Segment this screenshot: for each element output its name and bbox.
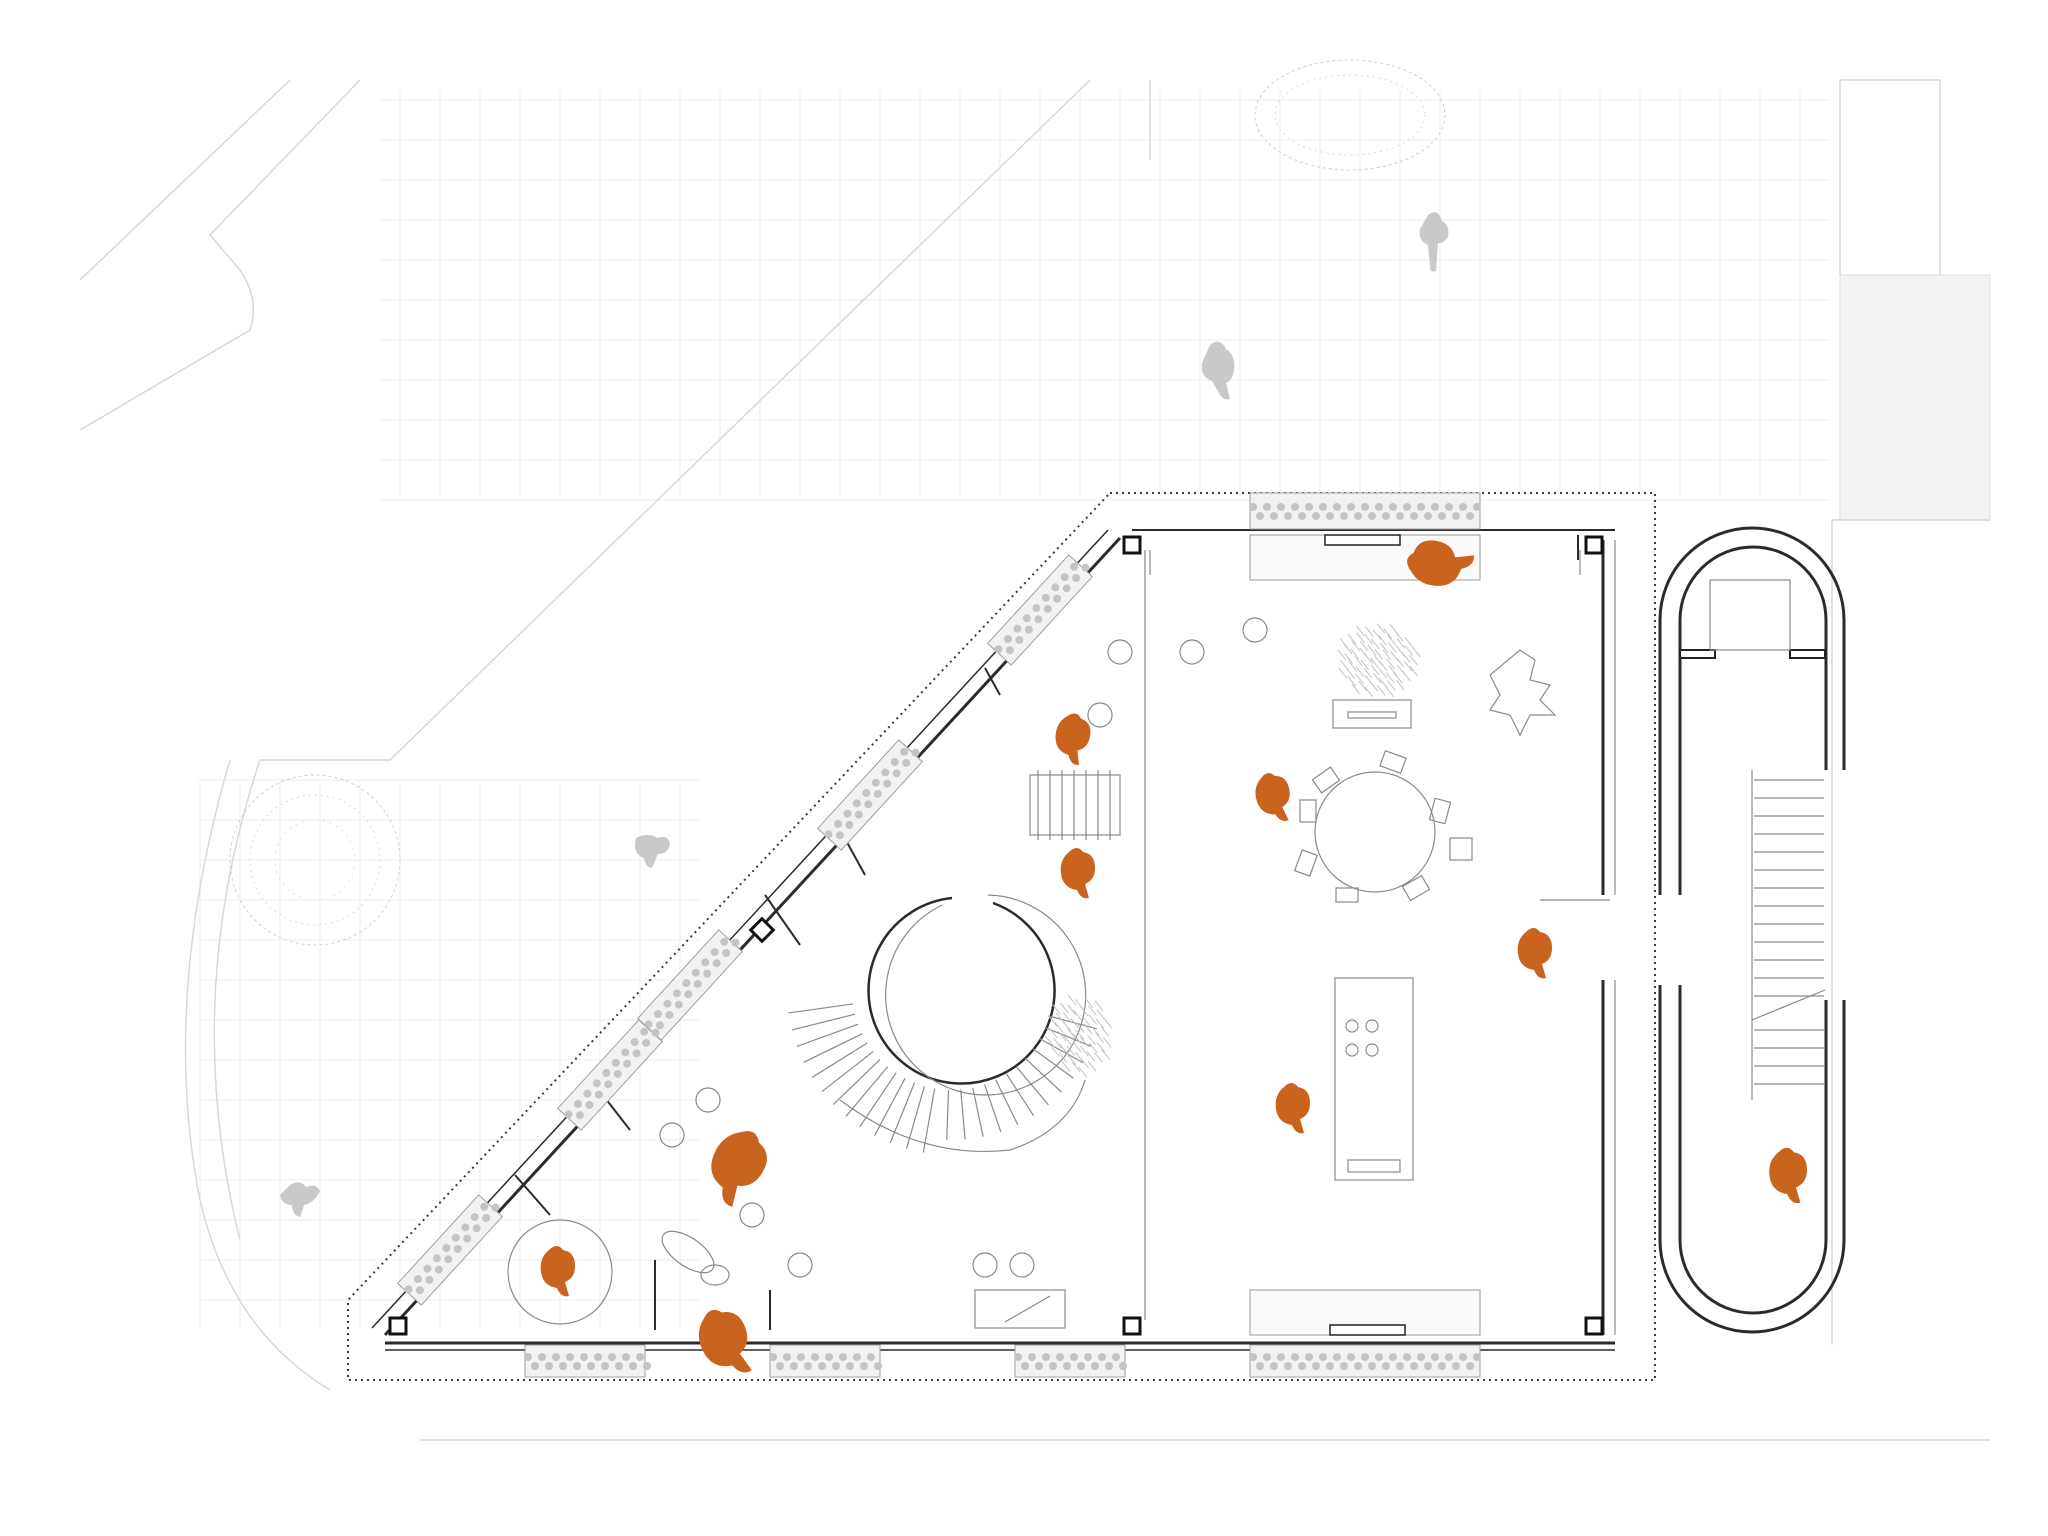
person-figure-icon xyxy=(698,1309,752,1373)
square-column-icon xyxy=(1584,535,1604,555)
person-figure-icon xyxy=(711,1131,767,1207)
game-table xyxy=(1029,770,1121,840)
site-boundary xyxy=(347,492,1656,1381)
planter-icon xyxy=(1249,1344,1481,1378)
person-figure-icon xyxy=(635,835,670,868)
person-figure-icon xyxy=(1055,713,1091,766)
adjacent-building xyxy=(1839,79,1941,276)
kitchen-island xyxy=(1332,699,1414,1181)
spiral-stair xyxy=(788,894,1098,1153)
exterior-walls xyxy=(371,529,1616,1351)
planter-icon xyxy=(769,1344,882,1378)
site-context xyxy=(79,79,1991,1441)
columns xyxy=(388,535,1604,1336)
person-figure-icon xyxy=(1255,773,1290,822)
person-figure-icon xyxy=(1060,848,1095,899)
lounge-corner xyxy=(507,1219,1066,1329)
person-figure-icon xyxy=(1407,540,1475,586)
stools xyxy=(659,617,1268,1278)
planter-icon xyxy=(524,1344,651,1378)
paving-grid xyxy=(199,90,1830,1330)
planters xyxy=(396,492,1481,1378)
planter-icon xyxy=(1249,492,1481,530)
interior-plants xyxy=(1045,623,1557,1078)
square-column-icon xyxy=(388,1316,408,1336)
person-figure-icon xyxy=(540,1246,575,1297)
planter-icon xyxy=(1014,1344,1127,1378)
person-figure-icon xyxy=(1419,212,1449,272)
door-openings xyxy=(654,535,1579,1330)
square-column-icon xyxy=(1122,535,1142,555)
planter-icon xyxy=(636,929,744,1041)
tree-canopy-icon xyxy=(229,774,401,946)
tree-canopy-icon xyxy=(1254,59,1446,171)
planter-icon xyxy=(556,1019,664,1131)
square-column-icon xyxy=(1584,1316,1604,1336)
square-column-icon xyxy=(748,916,776,944)
adjacent-building-shade xyxy=(1839,274,1991,521)
dining-table xyxy=(1293,749,1473,903)
planter-icon xyxy=(816,739,924,851)
facade-fins xyxy=(514,667,1001,1216)
context-people xyxy=(280,212,1449,1217)
occupants xyxy=(540,540,1807,1373)
stair-tower xyxy=(1658,526,1846,1334)
person-figure-icon xyxy=(1201,341,1235,400)
planter-icon xyxy=(396,1194,504,1306)
planter-icon xyxy=(986,554,1094,666)
person-figure-icon xyxy=(1517,928,1552,979)
person-figure-icon xyxy=(280,1182,320,1217)
square-column-icon xyxy=(1122,1316,1142,1336)
person-figure-icon xyxy=(1275,1083,1310,1134)
person-figure-icon xyxy=(1769,1147,1807,1204)
